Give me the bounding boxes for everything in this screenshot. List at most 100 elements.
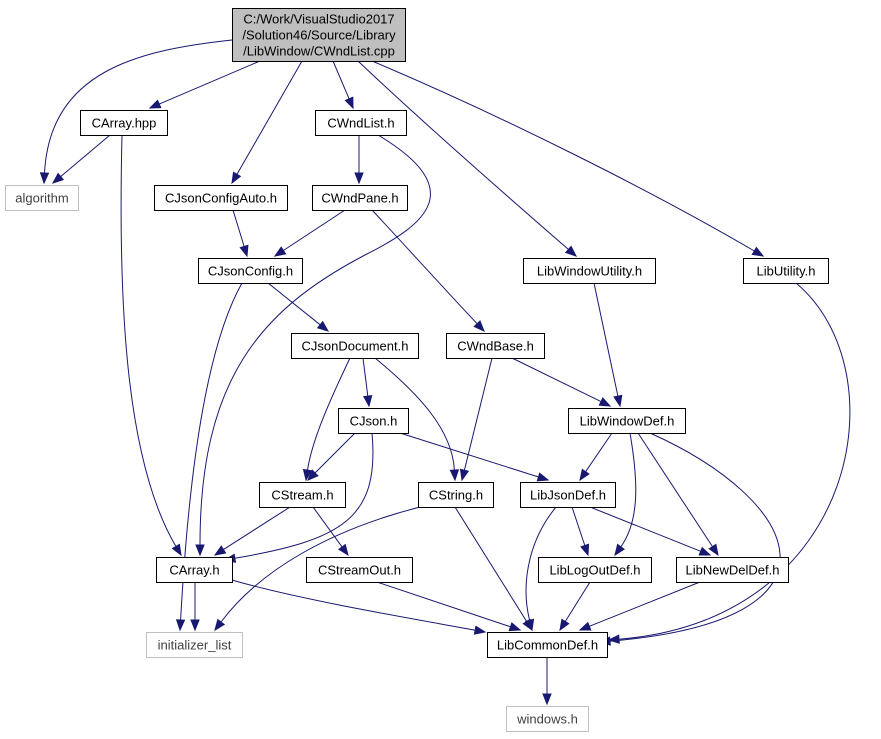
edge-line <box>371 209 478 325</box>
node-libcommondef-h[interactable]: LibCommonDef.h <box>487 632 608 658</box>
node-box[interactable] <box>338 408 409 434</box>
node-label: LibWindowUtility.h <box>537 264 642 279</box>
node-cwndbase-h[interactable]: CWndBase.h <box>446 333 545 359</box>
edge-arrowhead <box>613 394 623 408</box>
edge-arrowhead <box>524 618 535 632</box>
node-cjsonconfig-h[interactable]: CJsonConfig.h <box>198 258 303 284</box>
node-cwndlist-h[interactable]: CWndList.h <box>315 110 407 136</box>
node-cwndpane-h[interactable]: CWndPane.h <box>312 185 408 211</box>
node-box[interactable] <box>568 408 686 434</box>
edge-line <box>399 432 539 478</box>
node-box[interactable] <box>676 557 789 583</box>
edge-arrowhead <box>564 245 578 257</box>
node-box[interactable] <box>538 557 652 583</box>
edge-carray-to-initializer <box>190 582 200 632</box>
edge-root-to-cjsonconfigauto <box>231 60 303 185</box>
edge-line <box>44 39 233 174</box>
node-box[interactable] <box>523 258 656 284</box>
node-box[interactable] <box>306 557 413 583</box>
node-cstreamout-h[interactable]: CStreamOut.h <box>306 557 413 583</box>
edge-cjsondocument-to-cstream <box>302 357 351 482</box>
edge-cjson-to-libjsondef <box>399 432 550 482</box>
edge-cstream-to-carray <box>213 506 291 556</box>
edge-line <box>120 134 177 547</box>
edge-arrowhead <box>273 246 287 257</box>
node-box[interactable] <box>743 258 829 284</box>
node-box[interactable] <box>418 482 494 508</box>
node-box[interactable] <box>312 185 408 211</box>
node-libwindowdef-h[interactable]: LibWindowDef.h <box>568 408 686 434</box>
edge-cwndpane-to-cjsonconfig <box>273 209 346 257</box>
edge-carray-hpp-to-algorithm <box>51 134 111 184</box>
node-label: LibCommonDef.h <box>497 638 598 653</box>
edge-arrowhead <box>607 634 620 644</box>
edge-line <box>236 60 303 175</box>
edge-libwindowdef-to-liblogoutdef <box>614 432 637 557</box>
node-cjsonconfigauto-h[interactable]: CJsonConfigAuto.h <box>154 185 288 211</box>
node-box[interactable] <box>315 110 407 136</box>
node-carray-h[interactable]: CArray.h <box>156 557 233 583</box>
edge-line <box>571 506 586 546</box>
node-algorithm: algorithm <box>5 185 79 211</box>
node-cjsondocument-h[interactable]: CJsonDocument.h <box>291 333 419 359</box>
node-box[interactable] <box>520 482 616 508</box>
node-label: CWndPane.h <box>321 191 398 206</box>
node-label: CString.h <box>429 488 483 503</box>
node-liblogoutdef-h[interactable]: LibLogOutDef.h <box>538 557 652 583</box>
edge-arrowhead <box>614 543 625 557</box>
edge-line <box>525 506 557 621</box>
edge-arrowhead <box>559 618 570 632</box>
edge-cjsonconfig-to-initializer <box>175 282 243 632</box>
node-libnewdeldef-h[interactable]: LibNewDelDef.h <box>676 557 789 583</box>
edge-arrowhead <box>578 621 592 631</box>
node-libutility-h[interactable]: LibUtility.h <box>743 258 829 284</box>
node-box[interactable] <box>259 482 346 508</box>
edge-libjsondef-to-liblogoutdef <box>571 506 590 557</box>
node-box <box>506 706 589 732</box>
node-box[interactable] <box>198 258 303 284</box>
edge-arrowhead <box>580 543 590 557</box>
edge-root-to-libwindowutility <box>357 60 578 257</box>
node-cstring-h[interactable]: CString.h <box>418 482 494 508</box>
node-label: CArray.h <box>169 563 219 578</box>
edge-cwndlist-to-cwndpane <box>354 135 364 185</box>
edge-arrowhead <box>536 472 550 482</box>
edge-libjsondef-to-libcommondef <box>524 506 557 632</box>
node-carray-hpp[interactable]: CArray.hpp <box>80 110 168 136</box>
node-label: CWndList.h <box>327 116 394 131</box>
node-cjson-h[interactable]: CJson.h <box>338 408 409 434</box>
node-label: C:/Work/VisualStudio2017 <box>243 12 394 27</box>
node-box[interactable] <box>80 110 168 136</box>
edge-cstream-to-cstreamout <box>312 506 349 557</box>
edge-cjsonconfigauto-to-cjsonconfig <box>232 209 249 258</box>
edge-root-to-algorithm <box>39 39 233 185</box>
node-box <box>232 8 406 62</box>
edge-cwndbase-to-libwindowdef <box>511 357 612 407</box>
edge-arrowhead <box>751 246 765 257</box>
edge-arrowhead <box>39 172 50 185</box>
node-box[interactable] <box>291 333 419 359</box>
edge-arrowhead <box>459 468 470 482</box>
node-libjsondef-h[interactable]: LibJsonDef.h <box>520 482 616 508</box>
edge-line <box>199 134 431 546</box>
edge-line <box>232 209 245 247</box>
edge-line <box>376 581 511 628</box>
edge-arrowhead <box>698 546 712 556</box>
node-libwindowutility-h[interactable]: LibWindowUtility.h <box>523 258 656 284</box>
node-box[interactable] <box>487 632 608 658</box>
edge-line <box>267 282 321 326</box>
node-box[interactable] <box>154 185 288 211</box>
node-box <box>146 632 243 658</box>
edge-arrowhead <box>473 625 487 635</box>
node-label: CArray.hpp <box>92 116 157 131</box>
node-box[interactable] <box>446 333 545 359</box>
edge-libjsondef-to-libnewdeldef <box>589 506 712 556</box>
edge-line <box>312 506 343 548</box>
node-cstream-h[interactable]: CStream.h <box>259 482 346 508</box>
node-label: CWndBase.h <box>457 339 534 354</box>
edge-arrowhead <box>542 693 552 706</box>
node-box[interactable] <box>156 557 233 583</box>
edge-line <box>463 357 493 471</box>
edge-cjsondocument-to-cstring <box>374 357 460 482</box>
node-initializer-list: initializer_list <box>146 632 243 658</box>
